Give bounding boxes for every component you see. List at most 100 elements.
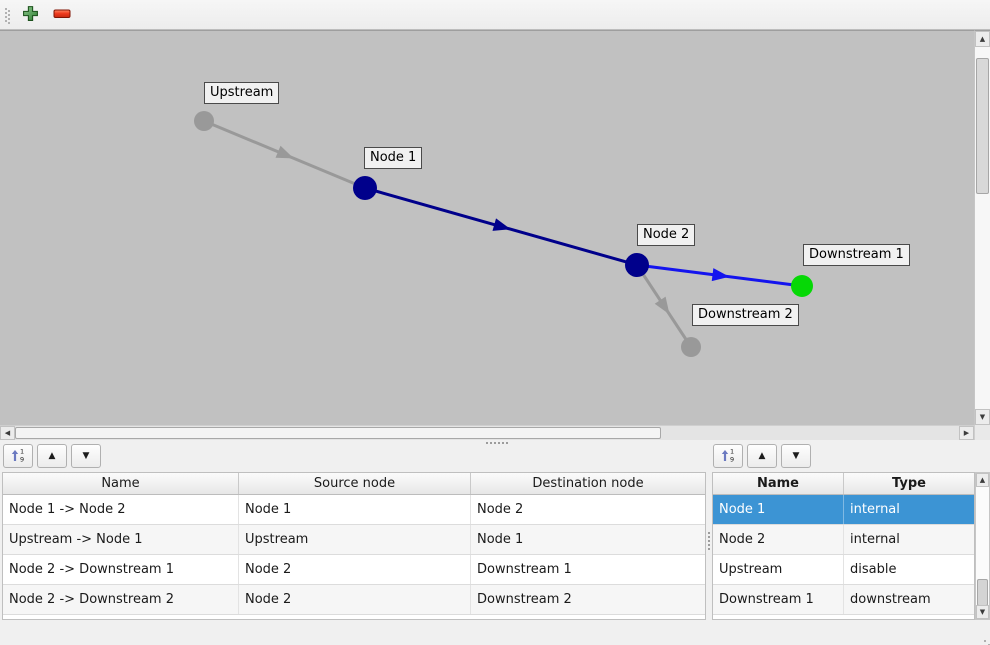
- cell-name: Node 1 -> Node 2: [3, 495, 239, 524]
- table-row[interactable]: Node 2 -> Downstream 1 Node 2 Downstream…: [3, 555, 705, 585]
- graph-edge-arrow: [492, 218, 511, 231]
- move-up-button[interactable]: ▲: [747, 444, 777, 468]
- column-header-type[interactable]: Type: [892, 476, 926, 491]
- svg-text:9: 9: [730, 455, 734, 463]
- svg-text:1: 1: [730, 447, 734, 455]
- table-row[interactable]: Downstream 1 downstream: [713, 585, 974, 615]
- horizontal-pane-splitter[interactable]: [486, 442, 488, 444]
- edges-table-header: Name Source node Destination node: [3, 473, 705, 495]
- arrow-left-icon: ◀: [4, 428, 11, 437]
- graph-node[interactable]: [353, 176, 377, 200]
- table-row[interactable]: Upstream disable: [713, 555, 974, 585]
- cell-destination: Downstream 1: [477, 562, 572, 577]
- cell-destination: Node 1: [477, 532, 524, 547]
- scroll-right-button[interactable]: ▶: [959, 426, 974, 440]
- cell-type: disable: [850, 562, 897, 577]
- arrow-up-icon: ▲: [979, 34, 986, 43]
- minus-icon: [53, 8, 71, 23]
- column-header-source-node[interactable]: Source node: [239, 473, 471, 494]
- toolbar-drag-handle[interactable]: [5, 8, 7, 10]
- cell-name: Node 2: [713, 525, 844, 554]
- arrow-up-icon: ▲: [979, 475, 986, 484]
- node-label[interactable]: Downstream 2: [692, 304, 799, 326]
- move-up-icon: ▲: [758, 451, 766, 461]
- table-row[interactable]: Node 2 -> Downstream 2 Node 2 Downstream…: [3, 585, 705, 615]
- column-header-destination-node[interactable]: Destination node: [532, 476, 644, 491]
- cell-name: Upstream: [713, 555, 844, 584]
- cell-type: internal: [850, 532, 900, 547]
- arrow-right-icon: ▶: [963, 428, 970, 437]
- cell-type: internal: [850, 502, 900, 517]
- graph-edge-arrow: [654, 296, 670, 315]
- cell-destination: Downstream 2: [477, 592, 572, 607]
- sort-ascending-icon: 1 9: [720, 447, 736, 466]
- cell-source: Upstream: [239, 525, 471, 554]
- scroll-down-button[interactable]: ▼: [976, 605, 989, 619]
- scroll-left-button[interactable]: ◀: [0, 426, 15, 440]
- horizontal-scrollbar-thumb[interactable]: [15, 427, 661, 439]
- plus-icon: [22, 5, 39, 26]
- move-down-button[interactable]: ▼: [781, 444, 811, 468]
- scroll-down-button[interactable]: ▼: [975, 409, 990, 425]
- table-scrollbar-thumb[interactable]: [977, 579, 988, 606]
- graph-node[interactable]: [681, 337, 701, 357]
- move-down-icon: ▼: [82, 451, 90, 461]
- cell-source: Node 2: [239, 585, 471, 614]
- graph-node[interactable]: [791, 275, 813, 297]
- cell-name: Node 2 -> Downstream 2: [3, 585, 239, 614]
- graph-edge-arrow: [275, 145, 294, 159]
- nodes-panel-toolbar: 1 9 ▲ ▼: [713, 444, 811, 468]
- cell-type: downstream: [850, 592, 931, 607]
- move-up-button[interactable]: ▲: [37, 444, 67, 468]
- graph-node[interactable]: [625, 253, 649, 277]
- nodes-table-scrollbar: ▲ ▼: [975, 472, 990, 620]
- arrow-down-icon: ▼: [979, 412, 986, 421]
- table-row[interactable]: Node 1 -> Node 2 Node 1 Node 2: [3, 495, 705, 525]
- scrollbar-corner: [974, 425, 990, 440]
- cell-name: Node 1: [713, 495, 844, 524]
- move-down-icon: ▼: [792, 451, 800, 461]
- canvas-vertical-scrollbar: ▲ ▼: [974, 30, 990, 425]
- node-label[interactable]: Downstream 1: [803, 244, 910, 266]
- cell-name: Node 2 -> Downstream 1: [3, 555, 239, 584]
- node-label[interactable]: Upstream: [204, 82, 280, 104]
- edges-table: Name Source node Destination node Node 1…: [2, 472, 706, 620]
- scroll-up-button[interactable]: ▲: [976, 473, 989, 487]
- svg-text:9: 9: [20, 455, 24, 463]
- scroll-up-button[interactable]: ▲: [975, 31, 990, 47]
- sort-ascending-icon: 1 9: [10, 447, 26, 466]
- vertical-scrollbar-thumb[interactable]: [976, 58, 989, 194]
- window-resize-grip[interactable]: [984, 640, 986, 642]
- cell-source: Node 1: [239, 495, 471, 524]
- arrow-down-icon: ▼: [979, 607, 986, 616]
- remove-button[interactable]: [50, 4, 74, 26]
- graph-svg: [194, 111, 813, 357]
- graph-edge-arrow: [711, 268, 730, 282]
- column-header-name[interactable]: Name: [3, 473, 239, 494]
- vertical-pane-splitter[interactable]: [708, 532, 710, 534]
- nodes-table-header: Name Type: [713, 473, 974, 495]
- column-header-name[interactable]: Name: [713, 473, 844, 494]
- sort-button[interactable]: 1 9: [3, 444, 33, 468]
- status-bar: [0, 621, 990, 645]
- table-row[interactable]: Node 2 internal: [713, 525, 974, 555]
- svg-text:1: 1: [20, 447, 24, 455]
- edges-panel-toolbar: 1 9 ▲ ▼: [3, 444, 101, 468]
- main-toolbar: [0, 0, 990, 30]
- node-label[interactable]: Node 2: [637, 224, 696, 246]
- move-up-icon: ▲: [48, 451, 56, 461]
- graph-node[interactable]: [194, 111, 214, 131]
- sort-button[interactable]: 1 9: [713, 444, 743, 468]
- cell-source: Node 2: [239, 555, 471, 584]
- move-down-button[interactable]: ▼: [71, 444, 101, 468]
- cell-destination: Node 2: [477, 502, 524, 517]
- cell-name: Upstream -> Node 1: [3, 525, 239, 554]
- cell-name: Downstream 1: [713, 585, 844, 614]
- add-button[interactable]: [18, 4, 42, 26]
- table-row[interactable]: Node 1 internal: [713, 495, 974, 525]
- canvas-horizontal-scrollbar: ◀ ▶: [0, 425, 974, 440]
- table-row[interactable]: Upstream -> Node 1 Upstream Node 1: [3, 525, 705, 555]
- node-label[interactable]: Node 1: [364, 147, 423, 169]
